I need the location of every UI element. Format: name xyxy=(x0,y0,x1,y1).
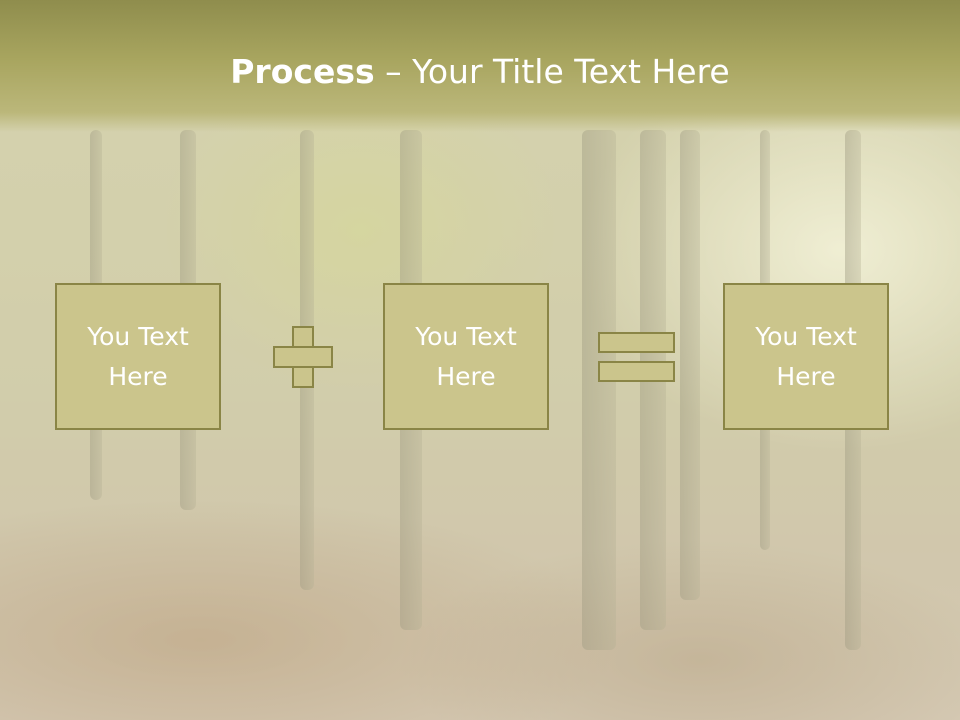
text-box-line: You Text xyxy=(87,321,189,351)
text-box-3[interactable]: You Text Here xyxy=(723,283,889,430)
text-box-line: Here xyxy=(436,361,496,391)
text-box-line: You Text xyxy=(415,321,517,351)
text-box-label: You Text Here xyxy=(741,317,871,397)
title-bar xyxy=(0,0,960,132)
text-box-label: You Text Here xyxy=(73,317,203,397)
text-box-line: Here xyxy=(776,361,836,391)
tree-trunk xyxy=(582,130,616,650)
slide-title[interactable]: Process – Your Title Text Here xyxy=(0,52,960,91)
text-box-label: You Text Here xyxy=(401,317,531,397)
title-rest: – Your Title Text Here xyxy=(374,52,730,91)
text-box-line: Here xyxy=(108,361,168,391)
plus-icon-center xyxy=(294,348,312,366)
title-bold: Process xyxy=(230,52,375,91)
equals-icon-bottom-bar xyxy=(598,361,675,382)
text-box-2[interactable]: You Text Here xyxy=(383,283,549,430)
tree-trunk xyxy=(680,130,700,600)
text-box-line: You Text xyxy=(755,321,857,351)
equals-icon-top-bar xyxy=(598,332,675,353)
text-box-1[interactable]: You Text Here xyxy=(55,283,221,430)
